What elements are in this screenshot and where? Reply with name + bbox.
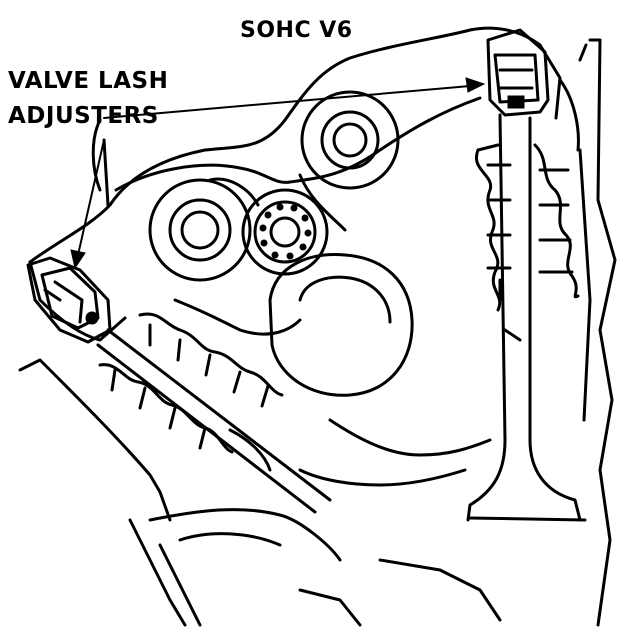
diagram-title: SOHC V6 xyxy=(240,18,353,43)
camshaft-lobe xyxy=(268,253,414,397)
leader-line-right xyxy=(103,85,471,119)
right-valve-assembly xyxy=(466,113,587,522)
rocker-housing xyxy=(28,26,562,342)
arrowhead-left xyxy=(70,249,86,270)
bearing-outer xyxy=(241,188,329,276)
right-lash-adjuster xyxy=(486,28,550,117)
left-rocker-shaft-outer xyxy=(148,178,252,282)
callout-line-1: VALVE LASH xyxy=(8,68,169,94)
leader-line-left xyxy=(77,139,105,256)
callout-leaders xyxy=(70,77,486,270)
left-valve-assembly xyxy=(96,312,332,514)
camshaft-circles xyxy=(148,90,414,397)
arrowhead-right xyxy=(465,77,486,93)
upper-rocker-shaft-outer xyxy=(300,90,400,190)
cylinder-head-body xyxy=(18,38,617,627)
